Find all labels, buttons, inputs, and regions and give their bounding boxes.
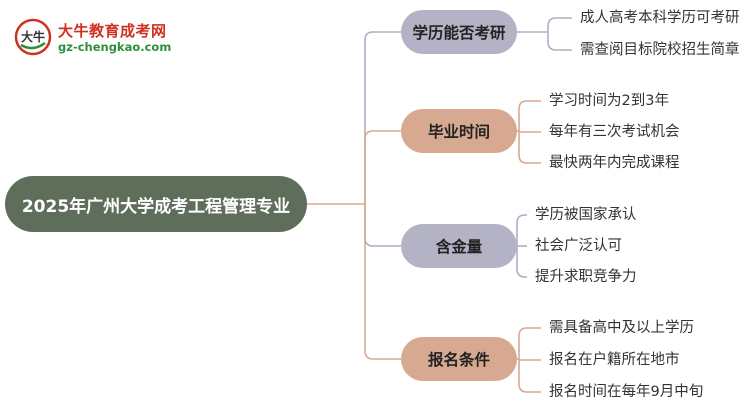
logo-url: gz-chengkao.com: [58, 40, 172, 54]
branch-graduation-time: 毕业时间: [401, 109, 517, 153]
connector-branch-0: [364, 31, 401, 204]
connector-leaf-3-0: [518, 327, 541, 359]
leaf-graduation-3: 最快两年内完成课程: [549, 155, 680, 171]
connector-branch-2: [364, 204, 401, 247]
logo-badge-icon: 大牛: [14, 18, 52, 56]
connector-leaf-0-0: [547, 17, 572, 32]
connector-leaf-3-2: [518, 359, 541, 393]
branch-value: 含金量: [401, 224, 517, 268]
leaf-postgrad-2: 需查阅目标院校招生简章: [580, 42, 740, 58]
leaf-requirements-1: 需具备高中及以上学历: [549, 320, 694, 336]
connector-leaf-2-2: [516, 246, 527, 278]
connector-leaf-0-1: [547, 32, 572, 51]
leaf-value-3: 提升求职竞争力: [535, 269, 637, 285]
connector-branch-1: [364, 130, 401, 204]
leaf-requirements-3: 报名时间在每年9月中旬: [549, 384, 704, 400]
leaf-requirements-2: 报名在户籍所在地市: [549, 352, 680, 368]
connector-leaf-1-0: [518, 100, 541, 131]
logo-title: 大牛教育成考网: [58, 22, 167, 40]
leaf-postgrad-1: 成人高考本科学历可考研: [580, 10, 740, 26]
leaf-value-2: 社会广泛认可: [535, 238, 622, 254]
connector-leaf-1-2: [518, 131, 541, 164]
connector-leaf-2-0: [516, 214, 527, 246]
leaf-graduation-2: 每年有三次考试机会: [549, 124, 680, 140]
logo-badge-text: 大牛: [21, 29, 45, 44]
connector-branch-3: [364, 204, 401, 360]
leaf-value-1: 学历被国家承认: [535, 207, 637, 223]
branch-requirements: 报名条件: [401, 337, 517, 381]
site-logo[interactable]: 大牛 大牛教育成考网 gz-chengkao.com: [14, 18, 184, 58]
root-node: 2025年广州大学成考工程管理专业: [5, 176, 307, 232]
leaf-graduation-1: 学习时间为2到3年: [549, 93, 669, 109]
branch-postgrad: 学历能否考研: [401, 10, 517, 54]
